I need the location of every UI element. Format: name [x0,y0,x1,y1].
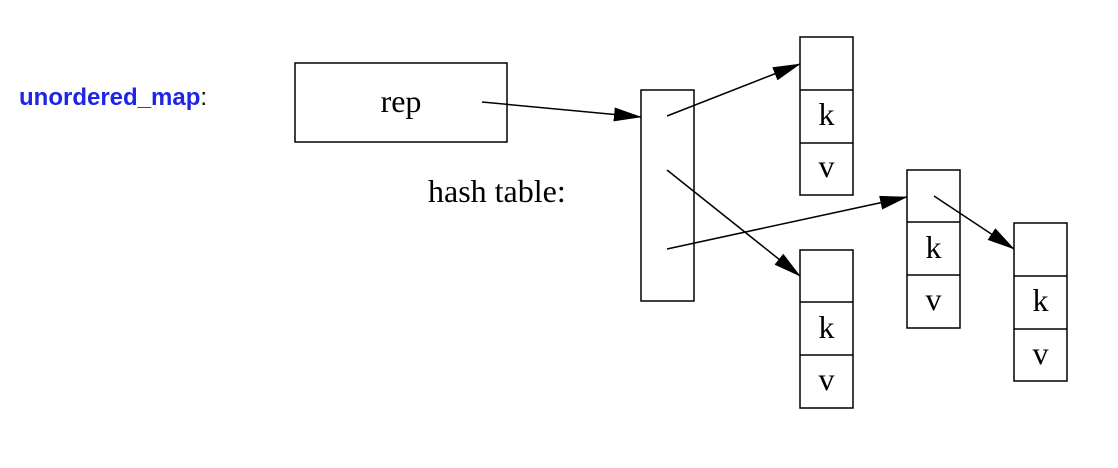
node-2-value: v [819,361,835,397]
container-label-colon: : [200,84,208,111]
node-1-value: v [819,148,835,184]
rep-label: rep [381,83,422,119]
hash-table-label: hash table: [428,173,566,209]
rep-to-hash-table-arrow [481,101,642,122]
node-1: k v [799,36,854,196]
bucket-to-node-3-arrow [666,195,908,250]
node-1-key: k [819,96,835,132]
container-label: unordered_map: [19,84,207,112]
node-3-value: v [926,281,942,317]
bucket-to-node-1-arrow [666,63,801,117]
container-type-name: unordered_map [19,84,201,111]
node-2: k v [799,249,854,409]
node-3: k v [906,169,961,329]
bucket-to-node-2-arrow [666,169,801,277]
node-3-to-node-4-arrow [933,195,1015,250]
node-4-key: k [1033,282,1049,318]
node-4: k v [1013,222,1068,382]
hash-table-box [640,89,695,302]
node-3-key: k [926,229,942,265]
node-4-value: v [1033,335,1049,371]
node-2-key: k [819,309,835,345]
rep-box: rep [294,62,508,143]
